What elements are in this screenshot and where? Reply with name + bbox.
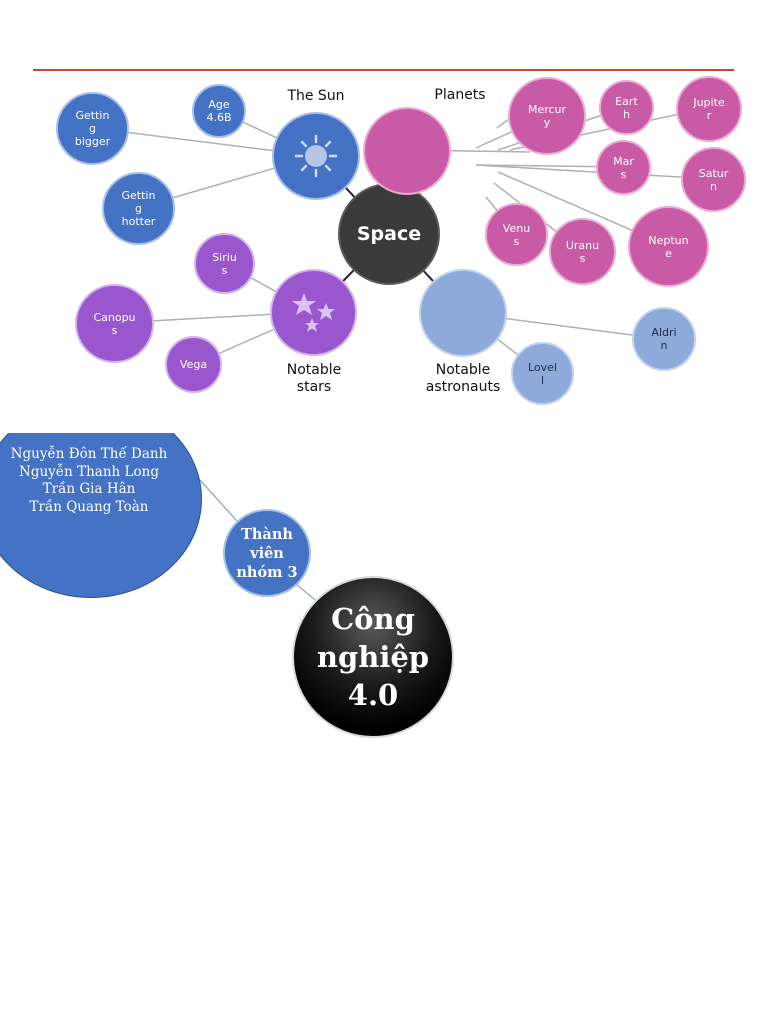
connector [496, 117, 511, 129]
node-jupiter[interactable]: Jupite r [676, 76, 742, 142]
members-list: Nguyễn Đôn Thế Danh Nguyễn Thanh Long Tr… [10, 446, 168, 515]
category-label-astronauts: Notable astronauts [425, 362, 501, 395]
group-node[interactable]: Thành viên nhóm 3 [223, 509, 311, 597]
center-topic-node[interactable]: Công nghiệp 4.0 [292, 576, 454, 738]
planets-category-node[interactable] [363, 107, 451, 195]
node-earth[interactable]: Eart h [599, 80, 654, 135]
category-label-sun: The Sun [287, 88, 345, 104]
node-getting-hotter[interactable]: Gettin g hotter [102, 172, 175, 245]
connector [475, 164, 714, 180]
node-sirius[interactable]: Siriu s [194, 233, 255, 294]
node-vega[interactable]: Vega [165, 336, 222, 393]
top-divider-line [33, 69, 734, 71]
node-mercury[interactable]: Mercur y [508, 77, 586, 155]
space-hub-node[interactable]: Space [338, 183, 440, 285]
category-label-planets: Planets [434, 87, 486, 103]
node-age[interactable]: Age 4.6B [192, 84, 246, 138]
node-mars[interactable]: Mar s [596, 140, 651, 195]
node-venus[interactable]: Venu s [485, 203, 548, 266]
sun-category-node[interactable] [272, 112, 360, 200]
node-canopus[interactable]: Canopu s [75, 284, 154, 363]
node-saturn[interactable]: Satur n [681, 147, 746, 212]
node-lovell[interactable]: Lovel l [511, 342, 574, 405]
stars-icon [291, 292, 335, 332]
members-node-clip: Nguyễn Đôn Thế Danh Nguyễn Thanh Long Tr… [0, 433, 260, 613]
astronauts-category-node[interactable] [419, 269, 507, 357]
stars-category-node[interactable] [270, 269, 357, 356]
node-getting-bigger[interactable]: Gettin g bigger [56, 92, 129, 165]
node-aldrin[interactable]: Aldri n [632, 307, 696, 371]
sun-icon [294, 134, 338, 178]
category-label-stars: Notable stars [286, 362, 342, 395]
node-uranus[interactable]: Uranu s [549, 218, 616, 285]
node-neptune[interactable]: Neptun e [628, 206, 709, 287]
